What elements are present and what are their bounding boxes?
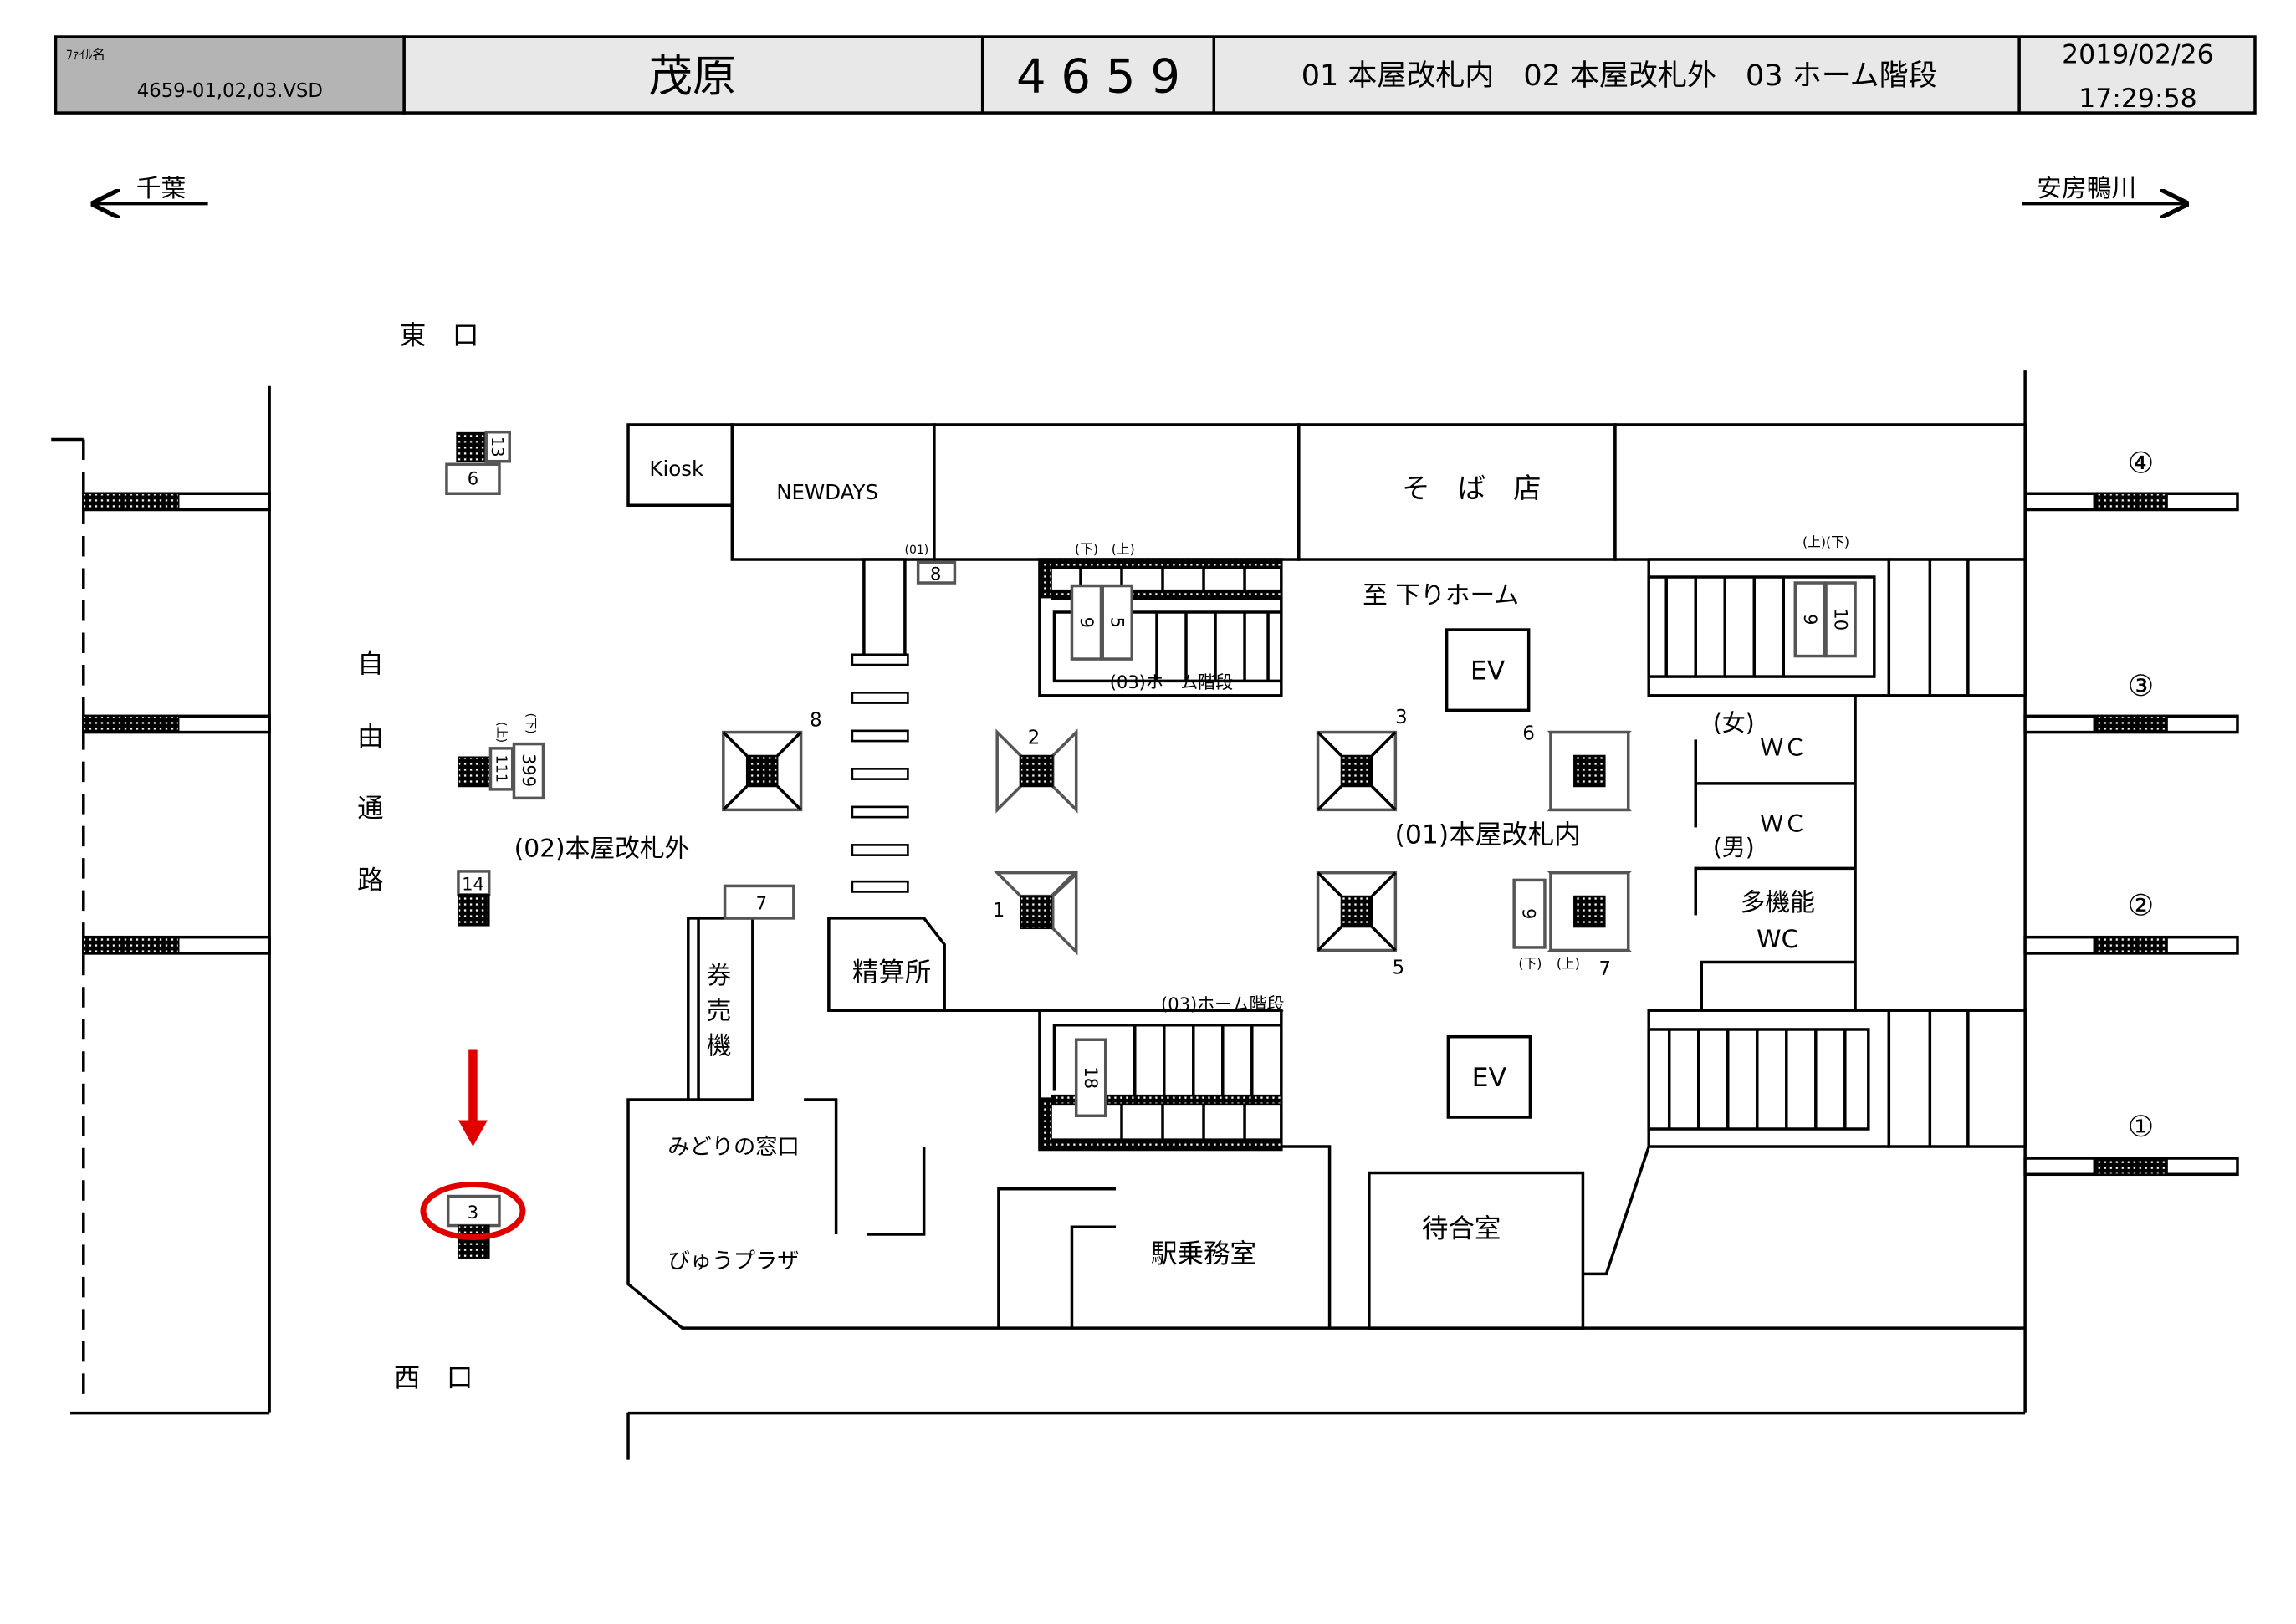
direction-left: 千葉: [136, 174, 187, 203]
gate-7: [1547, 871, 1632, 952]
gate-number: 3: [1395, 707, 1407, 728]
sign-7: 7: [756, 893, 767, 913]
gate-5: [1316, 871, 1398, 952]
gate-6: [1547, 730, 1632, 812]
wc-men-label: (男): [1713, 834, 1755, 861]
time: 17:29:58: [2079, 84, 2196, 114]
sign-111: 111: [492, 755, 509, 783]
sign-5: 5: [1107, 617, 1128, 628]
station-code: 4 6 5 9: [1016, 50, 1180, 105]
date: 2019/02/26: [2062, 40, 2214, 70]
gate-number: 2: [1028, 728, 1040, 749]
up-mark: (上): [1557, 955, 1580, 971]
elevator: [1445, 628, 1531, 712]
label-char: 由: [357, 722, 384, 752]
soba-label: そ ば 店: [1402, 472, 1541, 504]
station-name: 茂原: [649, 51, 737, 102]
file-label: ﾌｧｲﾙ名: [66, 46, 105, 62]
stairs-label: (03)ホーム階段: [1161, 994, 1284, 1014]
down-mark: (下): [524, 713, 537, 734]
highlighted-sign-3[interactable]: 3: [420, 1049, 526, 1259]
red-arrow-head-icon: [458, 1120, 488, 1147]
to-down-platform-label: 至 下りホーム: [1363, 581, 1519, 610]
multi-wc-label: 多機能: [1741, 888, 1815, 917]
platform-2: ②: [2128, 889, 2154, 922]
sign-9: 9: [1076, 617, 1097, 628]
elevator-label: EV: [1470, 656, 1506, 687]
fare-adjustment-label: 精算所: [852, 958, 932, 988]
gate-number: 1: [993, 900, 1005, 922]
elevator-label: EV: [1472, 1063, 1507, 1093]
ticket-machine-label: 機: [707, 1032, 732, 1061]
wc-label: ＷＣ: [1760, 734, 1807, 762]
inside-gate-label: (01)本屋改札内: [1395, 820, 1581, 850]
signs: 13 6 8 9 5 9 10 111 399 (上) (下) 14 7 9 (…: [445, 430, 1857, 1118]
gate-3: [1316, 730, 1398, 812]
kiosk-label: Kiosk: [649, 457, 704, 481]
up-down-mark: (上)(下): [1803, 534, 1849, 549]
sign-6: 6: [468, 469, 478, 489]
station-building: Kiosk NEWDAYS そ ば 店 (01) 券 売 機 精算所 みどりの窓…: [626, 423, 2027, 1460]
highlight-circle: [420, 1182, 526, 1241]
sign-18: 18: [1081, 1066, 1101, 1089]
ticket-machine-label: 券: [707, 962, 732, 991]
east-exit: 東 口: [400, 321, 479, 351]
up-mark: (上): [1112, 541, 1135, 557]
down-mark: (下): [1518, 955, 1542, 971]
elevator: [1446, 1034, 1532, 1119]
west-exit: 西 口: [394, 1363, 473, 1393]
platform-3: ③: [2128, 670, 2154, 703]
sign-3: 3: [468, 1203, 478, 1223]
sign-8: 8: [930, 564, 941, 585]
gate-1: [993, 871, 1079, 956]
code-01-label: (01): [905, 544, 929, 557]
restrooms: (女) ＷＣ ＷＣ (男) 多機能 WC: [1694, 695, 1857, 1011]
gate-number: 7: [1598, 958, 1610, 980]
view-plaza-label: びゅうプラザ: [668, 1249, 800, 1274]
sign-9: 9: [1519, 908, 1539, 919]
gate-number: 6: [1522, 723, 1534, 744]
left-platform-area: [51, 385, 271, 1415]
file-name: 4659-01,02,03.VSD: [137, 80, 323, 102]
platform-1: ①: [2128, 1111, 2154, 1144]
gate-number: 8: [810, 710, 821, 732]
area-list: 01 本屋改札内 02 本屋改札外 03 ホーム階段: [1301, 59, 1938, 93]
sign-10: 10: [1831, 608, 1851, 631]
waiting-room-label: 待合室: [1422, 1214, 1501, 1244]
up-mark: (上): [494, 722, 508, 743]
outside-gate-label: (02)本屋改札外: [514, 834, 690, 863]
label-char: 自: [357, 649, 384, 679]
right-platform-area: ④ ③ ② ①: [2023, 370, 2239, 1413]
sign-9: 9: [1800, 614, 1820, 625]
crew-room-label: 駅乗務室: [1151, 1238, 1256, 1269]
gate-8: [722, 730, 803, 812]
wc-women-label: (女): [1713, 709, 1755, 737]
midori-window-label: みどりの窓口: [667, 1135, 800, 1160]
ticket-gates: 8 2 1 3 5 6 7: [722, 707, 1632, 980]
down-mark: (下): [1075, 541, 1098, 557]
newdays-label: NEWDAYS: [776, 480, 878, 504]
title-block: ﾌｧｲﾙ名 4659-01,02,03.VSD 茂原 4 6 5 9 01 本屋…: [54, 35, 2257, 115]
gate-number: 5: [1393, 957, 1404, 978]
wc-label: ＷＣ: [1760, 810, 1807, 838]
stairs-label: (03)ホーム階段: [1110, 672, 1233, 692]
label-char: 路: [357, 866, 384, 896]
label-char: 通: [357, 794, 384, 824]
sign-13: 13: [488, 437, 507, 457]
multi-wc-label: WC: [1757, 925, 1798, 954]
platform-4: ④: [2128, 447, 2154, 481]
sign-399: 399: [519, 753, 539, 787]
direction-right: 安房鴨川: [2037, 174, 2136, 203]
sign-14: 14: [462, 875, 484, 895]
free-passage-label: 自 由 通 路: [357, 649, 384, 896]
stairs-right: (上)(下): [1647, 534, 2027, 1148]
gate-2: [995, 728, 1078, 814]
ticket-machine-label: 売: [707, 997, 732, 1026]
